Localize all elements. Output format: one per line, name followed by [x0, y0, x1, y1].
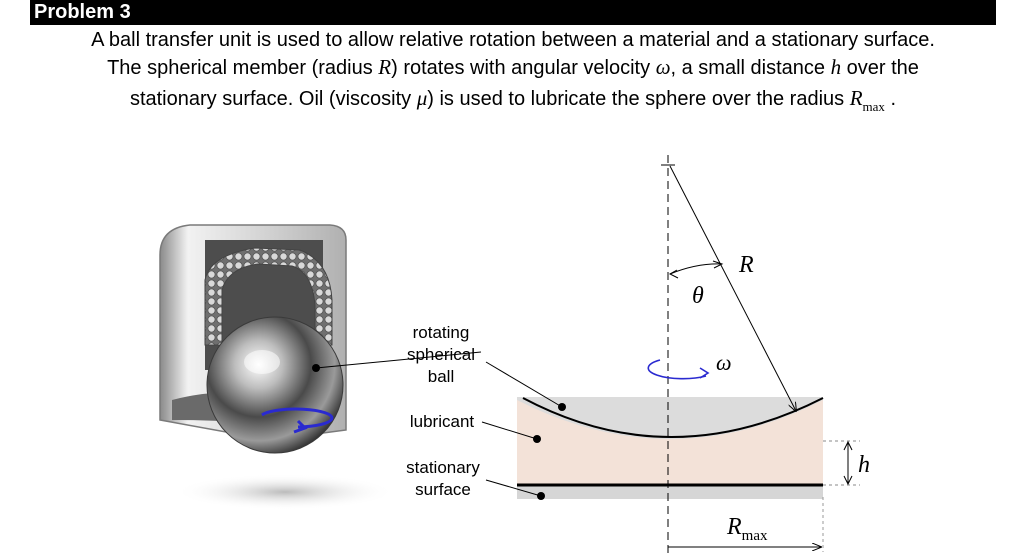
cross-section-schematic [517, 155, 860, 557]
theta-arc [669, 263, 723, 275]
label-rmax-sub: max [741, 528, 768, 544]
description-text: over the [846, 57, 919, 79]
leader-surface [485, 479, 542, 497]
description-line-2: The spherical member (radius R) rotates … [30, 52, 996, 83]
ball-highlight [244, 350, 280, 374]
rmax-subscript: max [862, 99, 885, 114]
callout-rotating-spherical-ball: rotating spherical ball [400, 322, 482, 388]
description-text: , a small distance [670, 57, 826, 79]
leader-ball [315, 351, 482, 369]
h-arrowhead-bottom [843, 475, 853, 486]
description-text: . [890, 88, 897, 110]
rotation-arrow-ball [261, 407, 334, 429]
leader-lines [312, 351, 566, 500]
callout-lubricant: lubricant [402, 411, 482, 433]
h-symbol: h [830, 55, 842, 79]
label-omega: ω [716, 350, 732, 375]
rotation-arrowhead-ball [293, 419, 308, 434]
gap-region [517, 397, 823, 439]
h-arrowhead-top [843, 440, 853, 451]
spherical-ball [206, 316, 344, 454]
description-text: A ball transfer unit is used to allow re… [91, 29, 935, 51]
omega-rotation-arrow [647, 359, 707, 380]
callout-text: ball [427, 367, 455, 386]
description-line-3: stationary surface. Oil (viscosity μ) is… [30, 83, 996, 116]
ball-transfer-unit-illustration [159, 224, 395, 510]
label-rmax: Rmax [727, 514, 768, 544]
callout-text: surface [415, 480, 471, 499]
radius-symbol: R [378, 55, 392, 79]
leader-ball-dot [312, 364, 320, 372]
callout-text: rotating [412, 323, 470, 342]
theta-arrowhead-left [668, 269, 679, 279]
leader-lubricant-dot [533, 435, 541, 443]
omega-arrowhead [699, 367, 710, 379]
leader-ball-schematic [485, 361, 563, 408]
leader-lubricant [481, 421, 538, 440]
surface-shade [517, 485, 823, 499]
description-text: ) rotates with angular velocity [391, 57, 651, 79]
leader-surface-dot [537, 492, 545, 500]
description-text: stationary surface. Oil (viscosity [129, 88, 412, 110]
theta-arrowhead-right [712, 260, 724, 269]
label-rmax-main: R [727, 514, 742, 540]
description-text: The spherical member (radius [107, 57, 373, 79]
callout-stationary-surface: stationary surface [400, 457, 486, 501]
sphere-surface-curve [522, 397, 824, 438]
rmax-symbol: R [849, 86, 863, 110]
problem-header: Problem 3 [30, 0, 996, 25]
drop-shadow [175, 474, 395, 510]
label-R: R [739, 252, 754, 278]
callout-text: spherical [406, 345, 476, 364]
description-text: ) is used to lubricate the sphere over t… [427, 88, 845, 110]
mu-symbol: μ [416, 86, 428, 110]
label-theta: θ [692, 283, 704, 309]
omega-symbol: ω [655, 55, 671, 79]
description-line-1: A ball transfer unit is used to allow re… [30, 25, 996, 55]
callout-text: lubricant [409, 412, 475, 431]
callout-text: stationary [406, 458, 480, 477]
radius-arrow [669, 165, 796, 411]
label-h: h [858, 452, 870, 478]
problem-label: Problem 3 [34, 1, 131, 23]
leader-ball-schematic-dot [558, 403, 566, 411]
